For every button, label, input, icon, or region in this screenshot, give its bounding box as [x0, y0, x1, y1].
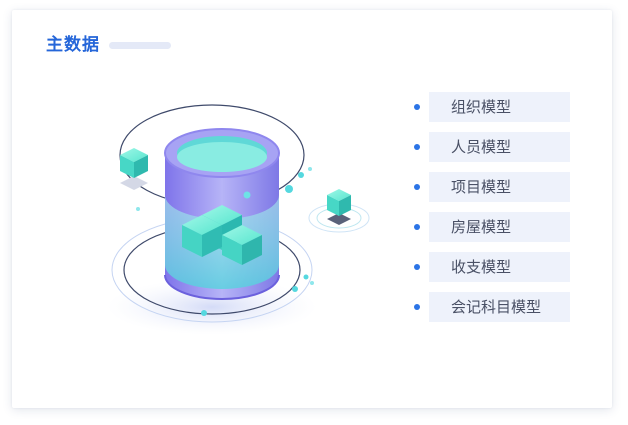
page-title: 主数据 [46, 35, 100, 55]
model-label[interactable]: 人员模型 [429, 132, 570, 162]
bullet-dot-icon [414, 104, 420, 110]
database-cylinder-illustration [107, 104, 370, 335]
title-decoration-bar [109, 42, 171, 49]
bullet-dot-icon [414, 304, 420, 310]
list-item[interactable]: 组织模型 [414, 92, 574, 122]
model-label[interactable]: 组织模型 [429, 92, 570, 122]
model-label[interactable]: 项目模型 [429, 172, 570, 202]
model-label[interactable]: 房屋模型 [429, 212, 570, 242]
model-label[interactable]: 会记科目模型 [429, 292, 570, 322]
list-item[interactable]: 人员模型 [414, 132, 574, 162]
bullet-dot-icon [414, 144, 420, 150]
list-item[interactable]: 会记科目模型 [414, 292, 574, 322]
list-item[interactable]: 房屋模型 [414, 212, 574, 242]
bullet-dot-icon [414, 224, 420, 230]
list-item[interactable]: 收支模型 [414, 252, 574, 282]
model-label[interactable]: 收支模型 [429, 252, 570, 282]
bullet-dot-icon [414, 184, 420, 190]
master-data-card: 主数据 [12, 10, 612, 408]
bullet-dot-icon [414, 264, 420, 270]
list-item[interactable]: 项目模型 [414, 172, 574, 202]
